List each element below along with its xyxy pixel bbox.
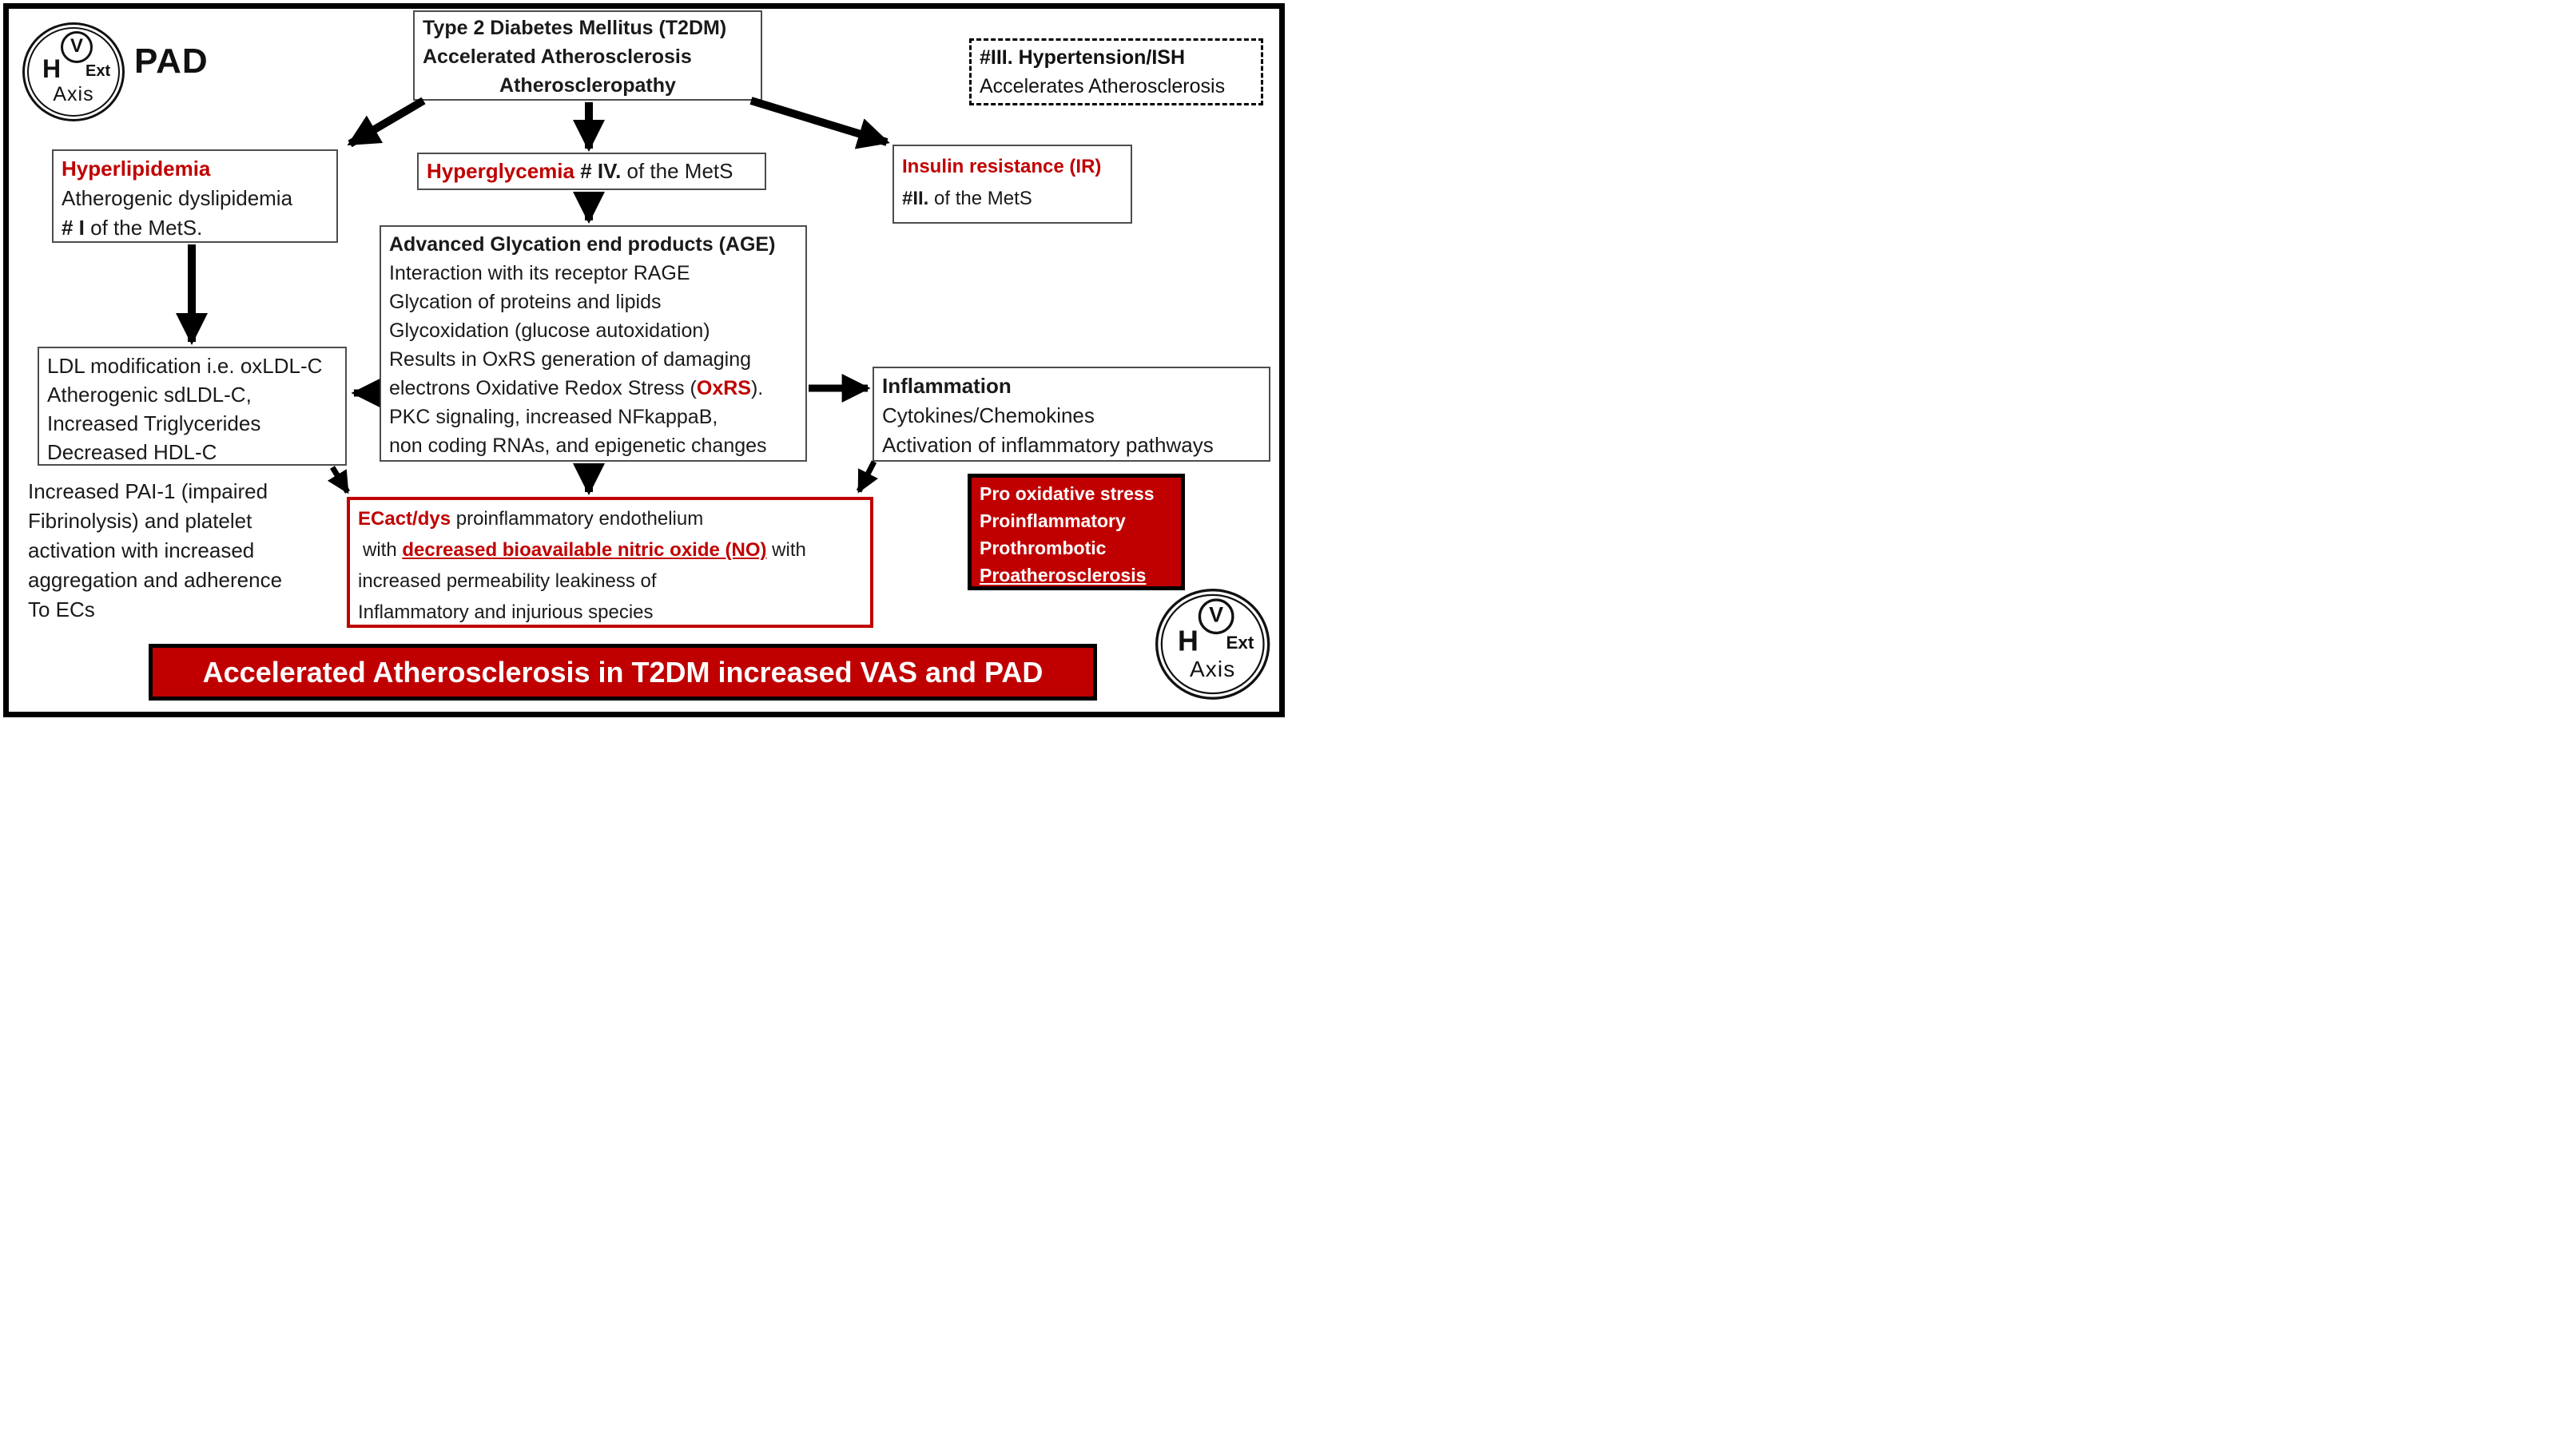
hv-ext-axis-logo-top-left: V H Ext Axis <box>22 22 125 121</box>
t2dm-line1: Type 2 Diabetes Mellitus (T2DM) <box>423 17 727 39</box>
pai-line4: aggregation and adherence <box>28 568 283 592</box>
hyperglycemia-box: Hyperglycemia # IV. of the MetS <box>417 153 766 190</box>
hypertension-ish-box: #III. Hypertension/ISH Accelerates Ather… <box>969 38 1263 105</box>
age-line6-pre: electrons Oxidative Redox Stress ( <box>389 377 697 399</box>
arrow-t2dm-to-hyperlipidemia <box>347 97 426 148</box>
age-line1: Advanced Glycation end products (AGE) <box>389 233 776 256</box>
logo-axis-label: Axis <box>1189 657 1236 682</box>
age-line5: Results in OxRS generation of damaging <box>389 348 752 371</box>
ecact-line1-rest: proinflammatory endothelium <box>451 508 704 530</box>
insulin-title: Insulin resistance (IR) <box>902 156 1102 177</box>
ecact-line2-pre: with <box>363 539 403 561</box>
insulin-line2-rest: of the MetS <box>928 188 1032 209</box>
insulin-resistance-box: Insulin resistance (IR) #II. of the MetS <box>892 145 1132 224</box>
age-line6-oxrs: OxRS <box>696 377 751 399</box>
pai-text-block: Increased PAI-1 (impaired Fibrinolysis) … <box>28 477 316 625</box>
ecact-dys-box: ECact/dys proinflammatory endothelium wi… <box>347 497 873 628</box>
age-line6: electrons Oxidative Redox Stress (OxRS). <box>389 374 797 403</box>
pai-line5: To ECs <box>28 597 95 621</box>
hypertension-line1: #III. Hypertension/ISH <box>980 46 1186 69</box>
ecact-line4: Inflammatory and injurious species <box>358 601 654 623</box>
pro-line3: Prothrombotic <box>980 538 1107 558</box>
pad-title: PAD <box>134 42 209 81</box>
age-line4: Glycoxidation (glucose autoxidation) <box>389 320 710 342</box>
ecact-line1: ECact/dys proinflammatory endothelium <box>358 503 862 534</box>
logo-h-label: H <box>1178 624 1199 657</box>
hyperlipidemia-line3: # I of the MetS. <box>62 213 328 243</box>
age-line8: non coding RNAs, and epigenetic changes <box>389 435 767 457</box>
pro-line2: Proinflammatory <box>980 510 1126 531</box>
ldl-line4: Decreased HDL-C <box>47 440 217 464</box>
logo-outer-ring-icon <box>22 22 125 121</box>
t2dm-line3: Atheroscleropathy <box>499 74 676 97</box>
hyperglycemia-rest: of the MetS <box>621 159 733 183</box>
arrow-inflammation-to-ecact <box>856 460 878 494</box>
hyperlipidemia-box: Hyperlipidemia Atherogenic dyslipidemia … <box>52 149 338 243</box>
inflammation-line3: Activation of inflammatory pathways <box>882 433 1214 457</box>
ecact-line3: increased permeability leakiness of <box>358 570 657 592</box>
banner-text: Accelerated Atherosclerosis in T2DM incr… <box>202 655 1044 689</box>
ldl-modification-box: LDL modification i.e. oxLDL-C Atherogeni… <box>38 347 347 466</box>
inflammation-box: Inflammation Cytokines/Chemokines Activa… <box>873 367 1270 462</box>
arrow-ldl-to-ecact <box>327 466 350 494</box>
hyperlipidemia-line3-rest: of the MetS. <box>84 216 203 240</box>
pro-effects-box: Pro oxidative stress Proinflammatory Pro… <box>968 474 1185 590</box>
inflammation-title: Inflammation <box>882 374 1012 398</box>
pai-line3: activation with increased <box>28 538 255 562</box>
hyperglycemia-number: # IV. <box>574 159 622 183</box>
logo-outer-ring-icon <box>1155 589 1270 700</box>
hyperglycemia-line: Hyperglycemia # IV. of the MetS <box>427 159 733 184</box>
hyperglycemia-title: Hyperglycemia <box>427 159 574 183</box>
pro-line4: Proatherosclerosis <box>980 565 1147 586</box>
t2dm-box: Type 2 Diabetes Mellitus (T2DM) Accelera… <box>413 10 762 101</box>
logo-ext-label: Ext <box>1226 633 1254 653</box>
pai-line1: Increased PAI-1 (impaired <box>28 479 268 503</box>
logo-axis-label: Axis <box>53 83 94 105</box>
age-line6-post: ). <box>750 377 764 399</box>
logo-v-badge: V <box>61 31 93 63</box>
age-box: Advanced Glycation end products (AGE) In… <box>380 225 807 462</box>
age-line3: Glycation of proteins and lipids <box>389 291 662 313</box>
insulin-line2-number: #II. <box>902 188 929 209</box>
hyperlipidemia-title: Hyperlipidemia <box>62 157 211 181</box>
hyperlipidemia-line3-number: # I <box>62 216 85 240</box>
age-line2: Interaction with its receptor RAGE <box>389 262 690 284</box>
ldl-line1: LDL modification i.e. oxLDL-C <box>47 354 323 378</box>
ldl-line2: Atherogenic sdLDL-C, <box>47 383 252 407</box>
logo-ext-label: Ext <box>85 62 111 80</box>
ecact-line2-post: with <box>766 539 806 561</box>
ecact-line1-red: ECact/dys <box>358 508 451 530</box>
t2dm-line2: Accelerated Atherosclerosis <box>423 46 692 68</box>
pai-line2: Fibrinolysis) and platelet <box>28 509 252 533</box>
arrow-t2dm-to-insulin-resistance <box>749 97 890 149</box>
ecact-line2: with decreased bioavailable nitric oxide… <box>358 534 862 566</box>
accelerated-atherosclerosis-banner: Accelerated Atherosclerosis in T2DM incr… <box>149 644 1097 701</box>
ecact-line2-no: decreased bioavailable nitric oxide (NO) <box>402 539 767 561</box>
logo-inner-ring-icon <box>1160 593 1265 695</box>
logo-v-badge: V <box>1198 598 1234 635</box>
ldl-line3: Increased Triglycerides <box>47 411 261 435</box>
inflammation-line2: Cytokines/Chemokines <box>882 403 1095 427</box>
hypertension-line2: Accelerates Atherosclerosis <box>980 75 1226 97</box>
age-line7: PKC signaling, increased NFkappaB, <box>389 406 718 428</box>
logo-h-label: H <box>42 54 62 83</box>
logo-inner-ring-icon <box>27 27 120 117</box>
hv-ext-axis-logo-bottom-right: V H Ext Axis <box>1155 589 1270 700</box>
pro-line1: Pro oxidative stress <box>980 483 1155 504</box>
diagram-frame: V H Ext Axis PAD Type 2 Diabetes Mellitu… <box>3 3 1285 717</box>
hyperlipidemia-line2: Atherogenic dyslipidemia <box>62 186 293 210</box>
insulin-line2: #II. of the MetS <box>902 183 1123 215</box>
